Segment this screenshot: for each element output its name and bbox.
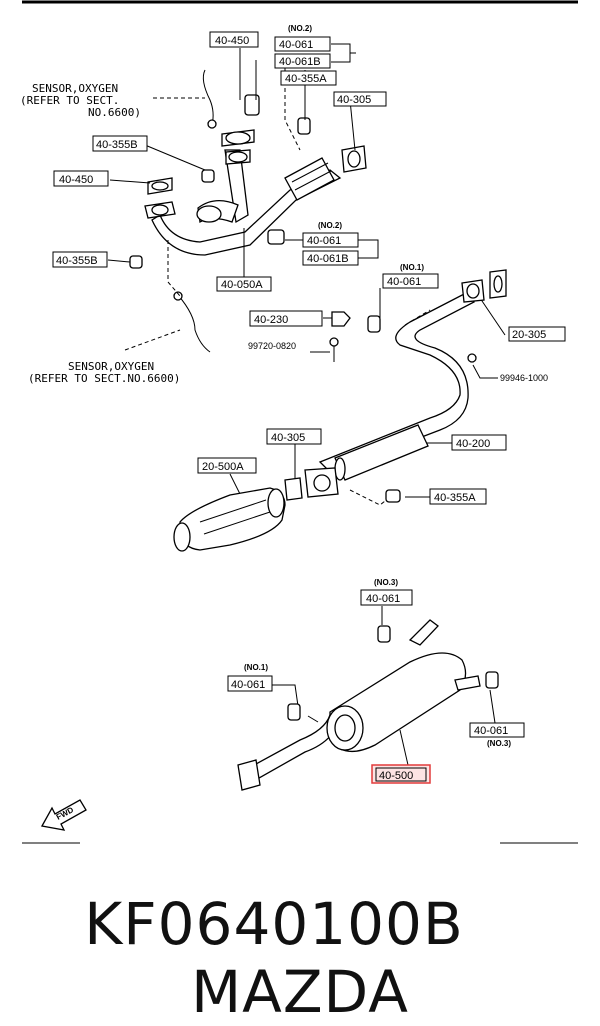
part-number: KF0640100B [84,890,464,958]
sensor-note-1a: SENSOR,OXYGEN [32,82,118,95]
label-40-355a-mid: 40-355A [434,492,476,504]
exhaust-system-diagram: FWD (NO.2) 40-450 40-061 40-061B 40-355A… [20,0,578,844]
label-no2-mid: (NO.2) [318,221,342,230]
label-40-061b-mid: 40-061B [307,253,349,265]
label-40-450-top: 40-450 [215,35,249,47]
label-40-061b-top: 40-061B [279,56,321,68]
label-40-230: 40-230 [254,314,288,326]
front-pipe-assembly [129,69,367,353]
part-caption: KF0640100BMAZDA [0,890,600,1026]
label-nut-99946: 99946-1000 [500,373,548,383]
label-no3-top: (NO.3) [374,578,398,587]
label-40-450-left: 40-450 [59,174,93,186]
sensor-note-1b: (REFER TO SECT. [20,94,119,107]
label-no2-top: (NO.2) [288,24,312,33]
sensor-note-2b: (REFER TO SECT.NO.6600) [28,372,180,385]
label-40-305-top: 40-305 [337,94,371,106]
label-40-355a-top: 40-355A [285,73,327,85]
label-40-061-c: 40-061 [387,276,421,288]
label-40-355b-b: 40-355B [56,255,98,267]
sensor-note-2a: SENSOR,OXYGEN [68,360,154,373]
bracket-top [331,43,351,63]
sensor-note-1c: NO.6600) [88,106,141,119]
highlight-40-500 [371,764,431,784]
label-no3-bottom: (NO.3) [487,739,511,748]
label-no1-mid: (NO.1) [400,263,424,272]
label-40-500: 40-500 [379,770,413,782]
label-40-305-mid: 40-305 [271,432,305,444]
label-40-200: 40-200 [456,438,490,450]
part-labels: (NO.2) 40-450 40-061 40-061B 40-355A 40-… [20,24,566,784]
label-40-355b-a: 40-355B [96,139,138,151]
brand-name: MAZDA [191,958,409,1026]
bracket-mid [358,239,379,259]
label-40-061-top: 40-061 [279,39,313,51]
muffler-assembly [237,619,499,791]
label-40-050a: 40-050A [221,279,263,291]
label-40-061-mid: 40-061 [307,235,341,247]
label-40-061-f: 40-061 [474,725,508,737]
label-20-305: 20-305 [512,329,546,341]
label-20-500a: 20-500A [202,461,244,473]
label-no1-bottom: (NO.1) [244,663,268,672]
middle-pipe-assembly [173,269,507,552]
fwd-arrow: FWD [40,799,87,831]
leader-lines-upper [107,48,506,766]
label-40-061-d: 40-061 [366,593,400,605]
label-bolt-99720: 99720-0820 [248,341,296,351]
label-40-061-e: 40-061 [231,679,265,691]
